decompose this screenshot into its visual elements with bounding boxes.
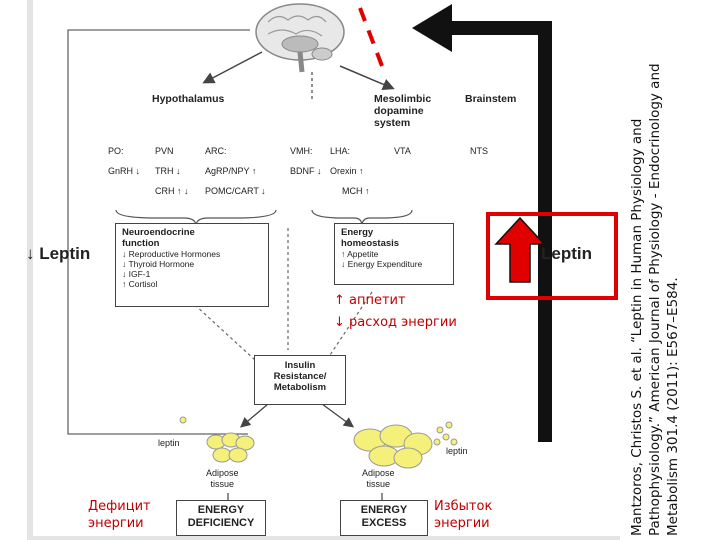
- nucleus-nts: NTS: [470, 146, 488, 156]
- brain-icon: [255, 3, 345, 73]
- feedback-arrowhead: [412, 4, 452, 52]
- deficiency-line-2: DEFICIENCY: [187, 517, 255, 529]
- nucleus-vta: VTA: [394, 146, 411, 156]
- feedback-arrow-line: [450, 21, 552, 442]
- nucleus-pvn: PVN: [155, 146, 174, 156]
- adipose-right-line-2: tissue: [366, 479, 391, 489]
- nucleus-arc: ARC:: [205, 146, 227, 156]
- brainstem-label: Brainstem: [465, 93, 517, 105]
- deficiency-line-1: ENERGY: [197, 504, 245, 516]
- dotted-energy-insulin: [329, 291, 373, 356]
- hormone-bdnf: BDNF ↓: [290, 166, 322, 176]
- excess-ru-label: Избыток энергии: [434, 498, 492, 532]
- energy-title-2: homeostasis: [341, 238, 400, 249]
- energy-excess-box: ENERGY EXCESS: [340, 500, 428, 536]
- deficiency-ru-line-1: Дефицит: [88, 499, 151, 514]
- hormone-gnrh: GnRH ↓: [108, 166, 141, 176]
- leptin-left-small: leptin: [158, 438, 180, 448]
- arrow-insulin-adipose-left: [240, 403, 269, 428]
- adipose-right-label: Adipose tissue: [362, 468, 395, 490]
- mesolimbic-line-2: dopamine: [374, 105, 424, 117]
- insulin-resistance-box: Insulin Resistance/ Metabolism: [254, 355, 346, 405]
- neuroendocrine-title-1: Neuroendocrine: [122, 227, 195, 238]
- insulin-line-2: Resistance/: [273, 371, 327, 382]
- neuroendocrine-item: ↓ Thyroid Hormone: [122, 259, 195, 269]
- hypothalamus-label: Hypothalamus: [152, 93, 225, 105]
- mesolimbic-label: Mesolimbic dopamine system: [374, 93, 431, 129]
- energy-deficiency-box: ENERGY DEFICIENCY: [176, 500, 266, 536]
- insulin-line-3: Metabolism: [273, 382, 327, 393]
- russian-expenditure: ↓ расход энергии: [334, 315, 457, 330]
- arrow-insulin-adipose-right: [321, 403, 355, 428]
- nucleus-vmh: VMH:: [290, 146, 313, 156]
- dotted-neuro-insulin: [194, 304, 256, 361]
- adipose-right-icon: [353, 421, 458, 469]
- mesolimbic-line-3: system: [374, 117, 411, 129]
- left-leptin-label: ↓ Leptin: [26, 244, 91, 263]
- leptin-red-frame: [486, 212, 618, 300]
- nucleus-po: PO:: [108, 146, 124, 156]
- hormone-pomc: POMC/CART ↓: [205, 186, 266, 196]
- citation-text: Mantzoros, Christos S. et al. “Leptin in…: [629, 63, 681, 536]
- adipose-left-line-2: tissue: [210, 479, 235, 489]
- energy-item: ↑ Appetite: [341, 249, 379, 259]
- red-up-arrow-icon: [494, 216, 546, 283]
- hormone-crh: CRH ↑ ↓: [155, 186, 189, 196]
- nucleus-lha: LHA:: [330, 146, 351, 156]
- neuroendocrine-box: Neuroendocrine function ↓ Reproductive H…: [115, 223, 269, 307]
- leptin-right-small: leptin: [446, 446, 468, 456]
- right-leptin-label: Leptin: [541, 244, 592, 263]
- hormone-trh: TRH ↓: [155, 166, 181, 176]
- insulin-line-1: Insulin: [284, 360, 316, 371]
- energy-homeostasis-box: Energy homeostasis ↑ Appetite ↓ Energy E…: [334, 223, 454, 285]
- arrow-to-hypothalamus: [202, 51, 263, 84]
- hormone-mch: MCH ↑: [342, 186, 370, 196]
- neuroendocrine-item: ↓ IGF-1: [122, 269, 151, 279]
- deficiency-ru-line-2: энергии: [88, 516, 144, 531]
- excess-ru-line-2: энергии: [434, 516, 490, 531]
- hormone-agrp: AgRP/NPY ↑: [205, 166, 257, 176]
- excess-line-2: EXCESS: [361, 517, 407, 529]
- mesolimbic-line-1: Mesolimbic: [374, 93, 432, 105]
- excess-line-1: ENERGY: [360, 504, 408, 516]
- adipose-left-label: Adipose tissue: [206, 468, 239, 490]
- excess-ru-line-1: Избыток: [434, 499, 493, 514]
- energy-item: ↓ Energy Expenditure: [341, 259, 423, 269]
- russian-appetite: ↑ аппетит: [334, 293, 406, 308]
- neuroendocrine-item: ↓ Reproductive Hormones: [122, 249, 221, 259]
- left-feedback-line: [67, 29, 250, 435]
- adipose-left-line-1: Adipose: [206, 468, 239, 478]
- red-dashed-line: [358, 7, 384, 67]
- neuroendocrine-title-2: function: [122, 238, 160, 249]
- arrow-to-mesolimbic: [339, 65, 395, 91]
- hormone-orexin: Orexin ↑: [330, 166, 364, 176]
- deficiency-ru-label: Дефицит энергии: [88, 498, 151, 532]
- neuroendocrine-item: ↑ Cortisol: [122, 279, 158, 289]
- energy-title-1: Energy: [341, 227, 374, 238]
- adipose-left-icon: [179, 416, 255, 463]
- adipose-right-line-1: Adipose: [362, 468, 395, 478]
